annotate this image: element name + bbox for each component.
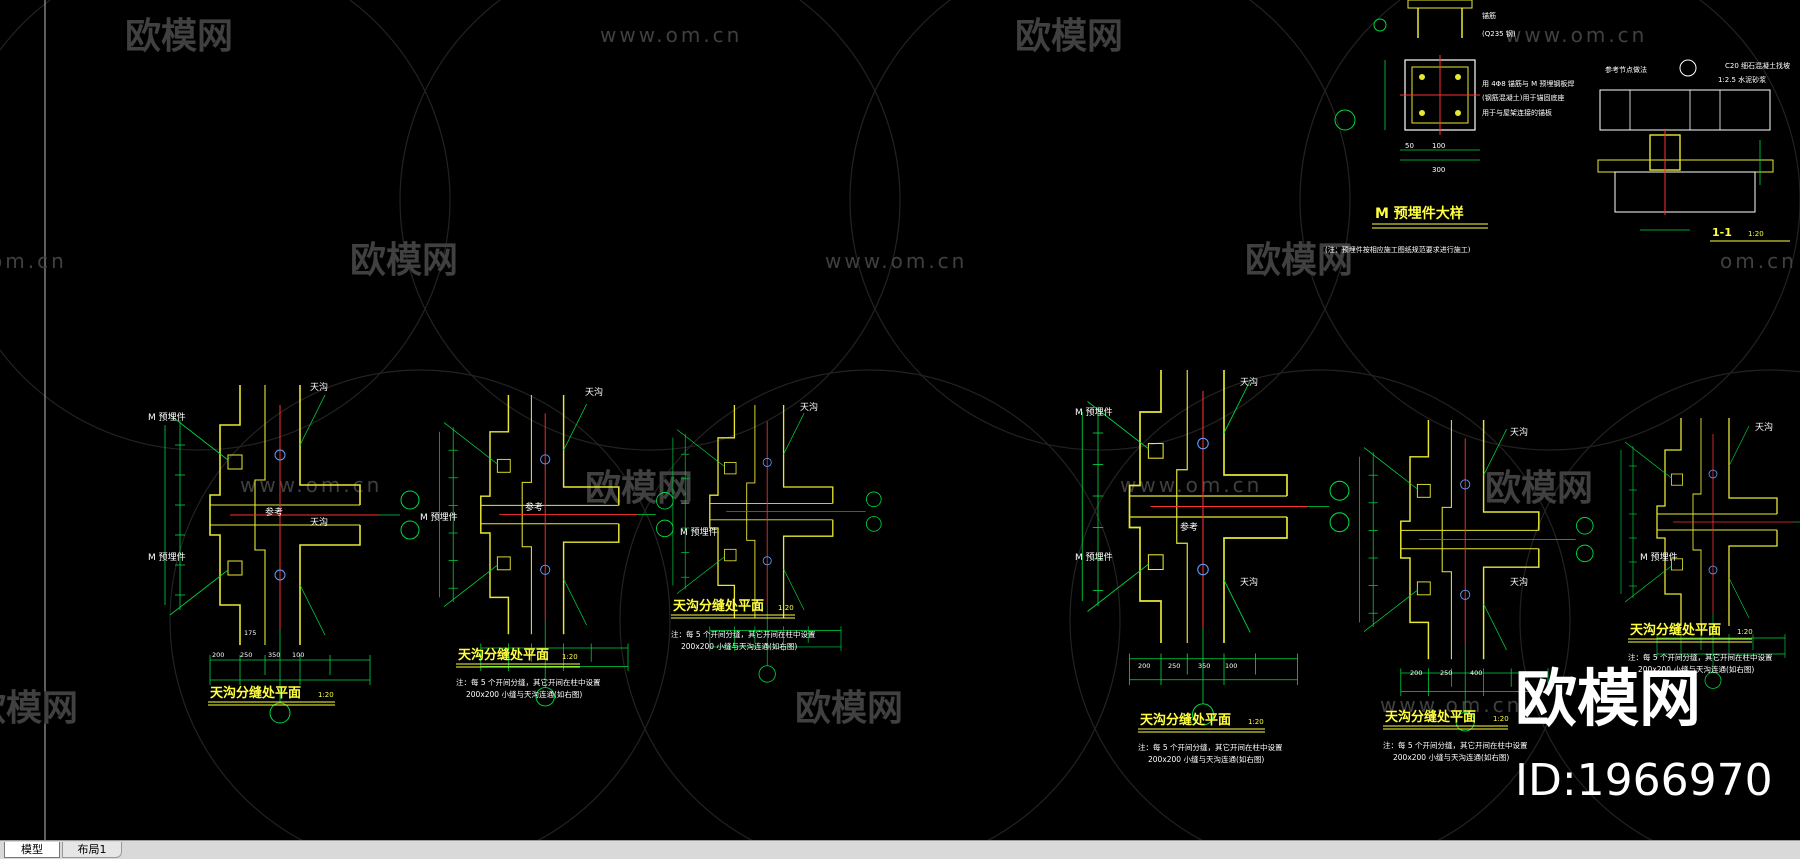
embed-dim: 50 (1405, 142, 1414, 150)
note-line1: 注：每 5 个开间分缝，其它开间在柱中设置 (1138, 742, 1283, 752)
dim-text: 350 (268, 651, 280, 659)
label-gutter: 天沟 (585, 386, 603, 398)
plan-scale: 1:20 (318, 691, 334, 699)
label-embed: M 预埋件 (148, 551, 186, 563)
dim-text: 100 (1225, 662, 1237, 670)
label-embed: M 预埋件 (680, 526, 718, 538)
plan-title: 天沟分缝处平面 (673, 598, 764, 614)
dim-text: 400 (1470, 669, 1482, 677)
plan-right-1[interactable] (1081, 369, 1350, 726)
note-line1: 注：每 5 个开间分缝，其它开间在柱中设置 (671, 629, 816, 639)
section-note: 1:2.5 水泥砂浆 (1718, 75, 1766, 84)
watermark-url: www.om.cn (600, 23, 742, 47)
plan-title: 天沟分缝处平面 (458, 647, 549, 663)
label-gutter: 天沟 (1510, 576, 1528, 588)
section-ref: 参考节点做法 (1605, 65, 1647, 74)
plan-title: 天沟分缝处平面 (1630, 622, 1721, 638)
id-badge: 欧模网 ID:1966970 (1515, 662, 1773, 806)
watermark-group: 欧模网 欧模网 欧模网 欧模网 欧模网 欧模网 欧模网 欧模网 (0, 16, 1593, 729)
label-gutter: 天沟 (800, 401, 818, 413)
plan-title: 天沟分缝处平面 (210, 685, 301, 701)
label-ref: 参考 (525, 501, 543, 513)
embed-label: (Q235 钢) (1482, 29, 1516, 38)
note-line1: 注：每 5 个开间分缝，其它开间在柱中设置 (1628, 652, 1773, 662)
note-line1: 注：每 5 个开间分缝，其它开间在柱中设置 (1383, 740, 1528, 750)
plan-scale: 1:20 (562, 653, 578, 661)
watermark-url-partial: om.cn (1720, 249, 1797, 273)
plan-scale: 1:20 (778, 604, 794, 612)
dim-text: 250 (1168, 662, 1180, 670)
embed-label: 锚筋 (1482, 11, 1496, 20)
embed-dim: 300 (1432, 166, 1445, 174)
embed-note: (注：预埋件按相应施工图纸规范要求进行施工) (1325, 245, 1471, 254)
watermark-brand: 欧模网 (350, 240, 458, 281)
label-embed: M 预埋件 (1640, 551, 1678, 563)
watermark-url-group: www.om.cn www.om.cn om.cn www.om.cn om.c… (0, 23, 1797, 717)
id-badge-id: ID:1966970 (1515, 755, 1773, 806)
watermark-brand: 欧模网 (795, 688, 903, 729)
watermark-brand: 欧模网 (0, 688, 78, 729)
watermark-brand: 欧模网 (1485, 468, 1593, 509)
note-line2: 200x200 小缝与天沟连通(如右图) (466, 689, 582, 699)
watermark-url-partial: om.cn (0, 249, 67, 273)
dim-text: 250 (240, 651, 252, 659)
layout-tab-bar: 模型 布局1 (0, 840, 1800, 859)
section-note: C20 细石混凝土找坡 (1725, 61, 1790, 70)
note-line2: 200x200 小缝与天沟连通(如右图) (1393, 752, 1509, 762)
label-embed: M 预埋件 (1075, 406, 1113, 418)
plan-left-1[interactable] (164, 384, 420, 724)
watermark-url: www.om.cn (1380, 693, 1522, 717)
label-embed: M 预埋件 (420, 511, 458, 523)
embed-detail[interactable] (1334, 0, 1480, 161)
section-label: 1-1 (1712, 226, 1732, 239)
label-embed: M 预埋件 (1075, 551, 1113, 563)
note-line2: 200x200 小缝与天沟连通(如右图) (1148, 754, 1264, 764)
embed-label: (钢筋混凝土)用于锚固底座 (1482, 93, 1564, 102)
tab-model[interactable]: 模型 (4, 842, 60, 858)
dim-text: 175 (244, 629, 256, 637)
label-gutter: 天沟 (1755, 421, 1773, 433)
embed-dim: 100 (1432, 142, 1445, 150)
watermark-url: www.om.cn (825, 249, 967, 273)
section-scale: 1:20 (1748, 230, 1764, 238)
label-gutter: 天沟 (310, 516, 328, 528)
watermark-brand: 欧模网 (125, 16, 233, 57)
embed-title: M 预埋件大样 (1375, 205, 1464, 222)
embed-label: 用于与屋架连接的锚板 (1482, 108, 1552, 117)
tab-layout1[interactable]: 布局1 (62, 842, 122, 858)
section-detail[interactable] (1597, 59, 1774, 231)
plan-title: 天沟分缝处平面 (1140, 712, 1231, 728)
note-line2: 200x200 小缝与天沟连通(如右图) (681, 641, 797, 651)
label-embed: M 预埋件 (148, 411, 186, 423)
note-line2: 200x200 小缝与天沟连通(如右图) (1638, 664, 1754, 674)
embed-label: 用 4Φ8 锚筋与 M 预埋钢板焊 (1482, 79, 1574, 88)
note-line1: 注：每 5 个开间分缝，其它开间在柱中设置 (456, 677, 601, 687)
plan-scale: 1:20 (1737, 628, 1753, 636)
label-ref: 参考 (265, 506, 283, 518)
label-gutter: 天沟 (1240, 376, 1258, 388)
watermark-brand: 欧模网 (1245, 240, 1353, 281)
watermark-brand: 欧模网 (585, 468, 693, 509)
label-gutter: 天沟 (1510, 426, 1528, 438)
plan-left-3[interactable] (672, 404, 882, 683)
dim-text: 200 (212, 651, 224, 659)
dim-text: 200 (1138, 662, 1150, 670)
dim-text: 200 (1410, 669, 1422, 677)
label-gutter: 天沟 (1240, 576, 1258, 588)
plan-scale: 1:20 (1248, 718, 1264, 726)
label-ref: 参考 (1180, 521, 1198, 533)
plan-title: 天沟分缝处平面 (1385, 709, 1476, 725)
watermark-brand: 欧模网 (1015, 16, 1123, 57)
label-gutter: 天沟 (310, 381, 328, 393)
watermark-url: www.om.cn (1120, 473, 1262, 497)
id-badge-brand: 欧模网 (1515, 662, 1701, 735)
dim-text: 350 (1198, 662, 1210, 670)
dim-text: 250 (1440, 669, 1452, 677)
dim-text: 100 (292, 651, 304, 659)
watermark-url: www.om.cn (1505, 23, 1647, 47)
plan-scale: 1:20 (1493, 715, 1509, 723)
